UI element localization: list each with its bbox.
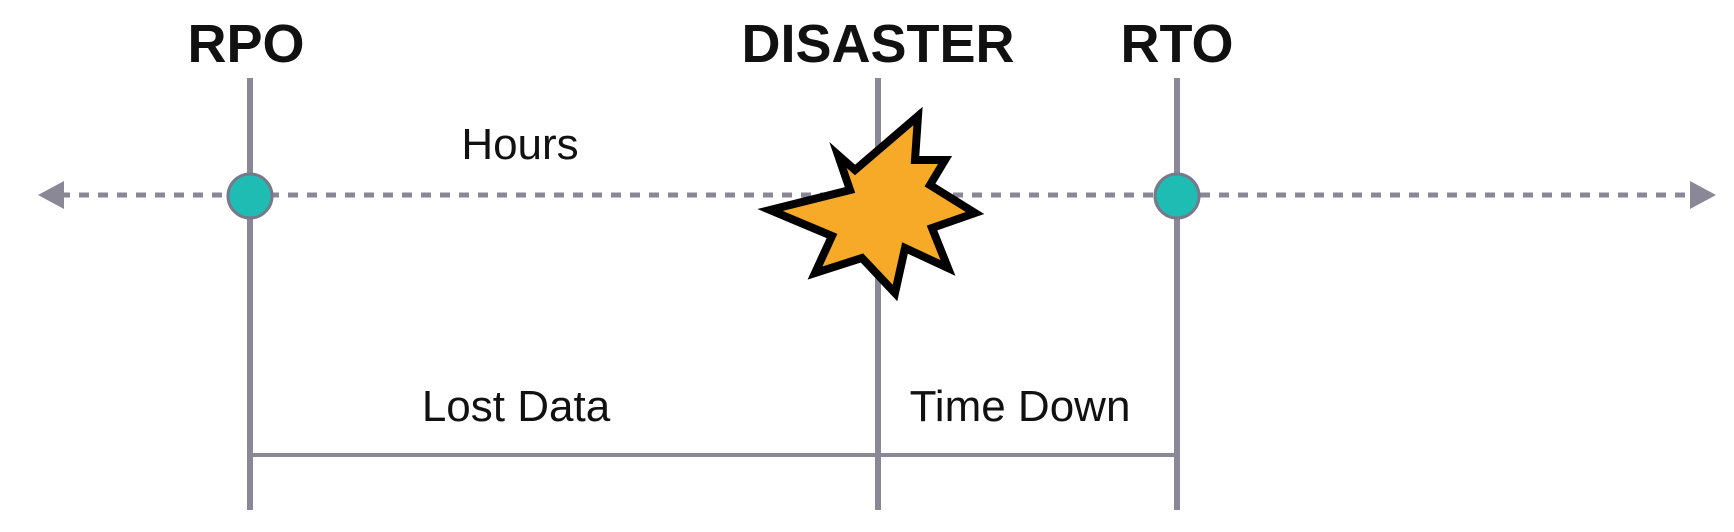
rto-heading: RTO	[1120, 14, 1233, 74]
disaster-heading: DISASTER	[741, 14, 1014, 74]
explosion-star-icon	[757, 106, 985, 302]
lost-data-label: Lost Data	[422, 382, 611, 431]
rpo-circle-marker-icon	[226, 172, 274, 220]
arrow-left-icon	[38, 181, 64, 209]
hours-label: Hours	[461, 120, 578, 169]
rto-circle-marker-icon	[1153, 172, 1201, 220]
time-down-label: Time Down	[910, 382, 1131, 431]
arrow-right-icon	[1690, 181, 1716, 209]
rpo-heading: RPO	[187, 14, 304, 74]
